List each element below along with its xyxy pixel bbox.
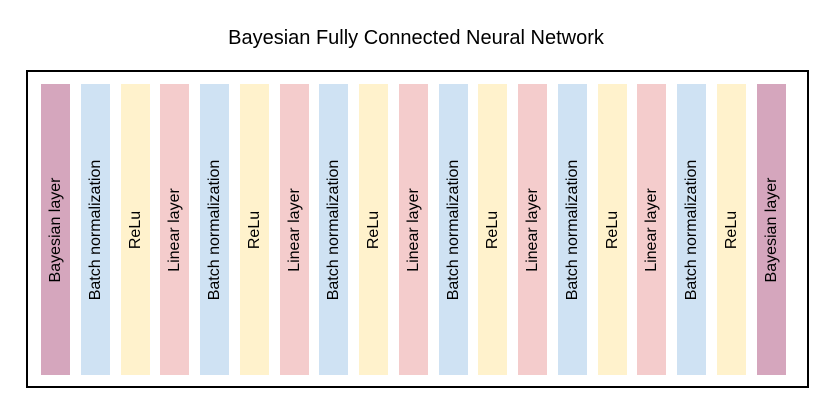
layer-batchnorm: Batch normalization bbox=[81, 84, 110, 375]
layer-label: Linear layer bbox=[285, 187, 303, 272]
layer-relu: ReLu bbox=[121, 84, 150, 375]
layer-label: Linear layer bbox=[165, 187, 183, 272]
network-frame bbox=[26, 70, 809, 388]
layer-label: ReLu bbox=[364, 210, 382, 249]
layer-label: Batch normalization bbox=[86, 159, 104, 300]
layer-bayesian: Bayesian layer bbox=[757, 84, 786, 375]
layer-label: ReLu bbox=[245, 210, 263, 249]
layer-label: ReLu bbox=[603, 210, 621, 249]
layer-linear: Linear layer bbox=[399, 84, 428, 375]
layer-linear: Linear layer bbox=[637, 84, 666, 375]
layer-linear: Linear layer bbox=[160, 84, 189, 375]
layer-label: Linear layer bbox=[523, 187, 541, 272]
layer-label: Bayesian layer bbox=[762, 177, 780, 282]
layer-label: Linear layer bbox=[642, 187, 660, 272]
layer-batchnorm: Batch normalization bbox=[677, 84, 706, 375]
layer-label: Batch normalization bbox=[444, 159, 462, 300]
layer-batchnorm: Batch normalization bbox=[200, 84, 229, 375]
layer-label: Batch normalization bbox=[205, 159, 223, 300]
layer-label: ReLu bbox=[722, 210, 740, 249]
layer-label: Bayesian layer bbox=[46, 177, 64, 282]
layer-relu: ReLu bbox=[359, 84, 388, 375]
layer-batchnorm: Batch normalization bbox=[319, 84, 348, 375]
layer-relu: ReLu bbox=[598, 84, 627, 375]
layer-label: Batch normalization bbox=[563, 159, 581, 300]
layer-label: Batch normalization bbox=[324, 159, 342, 300]
layer-relu: ReLu bbox=[240, 84, 269, 375]
layer-batchnorm: Batch normalization bbox=[439, 84, 468, 375]
layer-linear: Linear layer bbox=[280, 84, 309, 375]
layer-linear: Linear layer bbox=[518, 84, 547, 375]
layer-label: ReLu bbox=[126, 210, 144, 249]
layer-relu: ReLu bbox=[717, 84, 746, 375]
layer-bayesian: Bayesian layer bbox=[41, 84, 70, 375]
diagram-title: Bayesian Fully Connected Neural Network bbox=[228, 27, 604, 49]
layer-label: ReLu bbox=[483, 210, 501, 249]
layer-batchnorm: Batch normalization bbox=[558, 84, 587, 375]
layer-relu: ReLu bbox=[478, 84, 507, 375]
layer-label: Batch normalization bbox=[682, 159, 700, 300]
layer-label: Linear layer bbox=[404, 187, 422, 272]
